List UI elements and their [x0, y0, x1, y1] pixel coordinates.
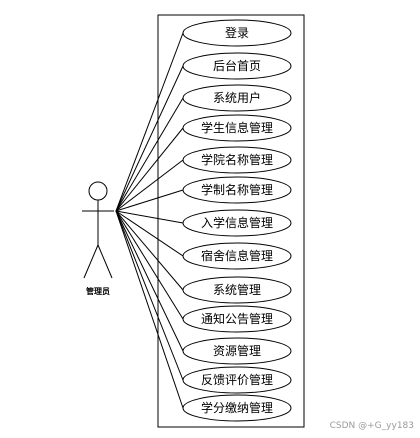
association-line: [115, 97, 184, 212]
use-case-label: 后台首页: [213, 58, 261, 73]
system-boundary: [157, 14, 305, 428]
association-line: [115, 65, 184, 212]
actor-right-leg: [97, 244, 113, 279]
use-case: 资源管理: [182, 337, 292, 365]
use-case-ellipse: [182, 337, 292, 365]
use-case-ellipse: [182, 276, 292, 304]
use-case-ellipse: [182, 394, 292, 422]
association-line: [115, 210, 184, 291]
actor-label: 管理员: [86, 286, 110, 296]
use-case-ellipse: [182, 52, 292, 80]
use-case-ellipse: [182, 146, 292, 174]
use-case: 学生信息管理: [182, 114, 292, 142]
use-case: 学院名称管理: [182, 146, 292, 174]
use-case-label: 通知公告管理: [201, 311, 273, 326]
use-case-label: 登录: [225, 25, 249, 40]
use-case-label: 学制名称管理: [201, 182, 273, 197]
use-case-label: 学分缴纳管理: [201, 400, 273, 415]
use-case-ellipse: [182, 366, 292, 394]
use-case: 系统用户: [182, 84, 292, 112]
watermark: CSDN @+G_yy183: [330, 421, 414, 431]
use-case-label: 宿舍信息管理: [201, 248, 273, 263]
association-line: [115, 210, 184, 409]
use-case-label: 学生信息管理: [201, 120, 273, 135]
use-case: 反馈评价管理: [182, 366, 292, 394]
use-case: 学分缴纳管理: [182, 394, 292, 422]
use-case: 入学信息管理: [182, 209, 292, 237]
use-case: 学制名称管理: [182, 176, 292, 204]
association-line: [115, 189, 184, 212]
use-case-label: 学院名称管理: [201, 152, 273, 167]
use-case-ellipse: [182, 114, 292, 142]
use-case-ellipse: [182, 84, 292, 112]
use-case: 登录: [182, 19, 292, 47]
association-line: [115, 210, 184, 320]
association-lines: [115, 32, 184, 409]
association-line: [115, 210, 184, 257]
actor-head: [88, 181, 108, 201]
association-line: [115, 127, 184, 212]
use-case-ellipse: [182, 305, 292, 333]
association-line: [115, 210, 184, 352]
use-case-label: 入学信息管理: [201, 215, 273, 230]
use-case-label: 资源管理: [213, 343, 261, 358]
use-case: 系统管理: [182, 276, 292, 304]
association-line: [115, 210, 184, 224]
use-case-ellipse: [182, 209, 292, 237]
association-line: [115, 32, 184, 212]
actor-left-leg: [83, 244, 99, 279]
use-case-ellipse: [182, 242, 292, 270]
use-case-label: 反馈评价管理: [201, 372, 273, 387]
use-case-label: 系统用户: [213, 90, 261, 105]
use-case: 通知公告管理: [182, 305, 292, 333]
use-case-ellipse: [182, 176, 292, 204]
use-case-label: 系统管理: [213, 282, 261, 297]
use-case-ellipse: [182, 19, 292, 47]
association-line: [115, 210, 184, 381]
use-case-group: 登录后台首页系统用户学生信息管理学院名称管理学制名称管理入学信息管理宿舍信息管理…: [182, 19, 292, 422]
use-case: 后台首页: [182, 52, 292, 80]
actor: 管理员: [82, 181, 114, 296]
use-case: 宿舍信息管理: [182, 242, 292, 270]
association-line: [115, 159, 184, 212]
